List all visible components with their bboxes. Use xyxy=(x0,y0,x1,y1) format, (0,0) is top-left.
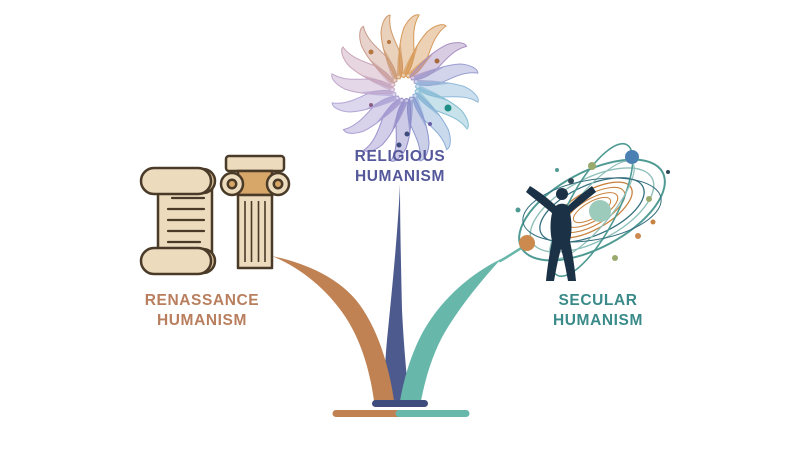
swirl-dot xyxy=(387,40,391,44)
label-religious-line1: RELIGIOUS xyxy=(354,148,446,165)
atom-dot xyxy=(588,162,596,170)
atom-dot xyxy=(515,207,521,213)
atom-particle-dots xyxy=(515,150,670,261)
swirl-petal xyxy=(398,14,420,79)
label-religious-line2: HUMANISM xyxy=(354,168,446,185)
atom-dot xyxy=(612,255,618,261)
swirl-petal xyxy=(359,25,398,84)
label-secular-humanism: SECULAR HUMANISM xyxy=(488,291,708,331)
swirl-petal xyxy=(342,95,401,134)
scroll-icon xyxy=(139,166,217,276)
branch-renaissance-stem xyxy=(272,256,394,401)
atom-dot xyxy=(650,219,656,225)
human-atom-icon xyxy=(515,142,670,281)
atom-dot xyxy=(635,233,641,239)
human-silhouette xyxy=(526,186,596,281)
base-bar-navy xyxy=(372,400,428,407)
label-renaissance-line1: RENASSANCE xyxy=(144,292,260,309)
petal-swirl-icon xyxy=(331,14,479,162)
swirl-dot xyxy=(396,142,402,148)
column-abacus xyxy=(224,154,286,173)
label-secular-line1: SECULAR xyxy=(558,292,638,309)
scroll-top-roll xyxy=(139,166,213,196)
label-secular-line2: HUMANISM xyxy=(552,312,644,329)
branch-religious-stem xyxy=(384,184,409,401)
swirl-dot xyxy=(444,104,452,112)
swirl-dot xyxy=(434,58,440,64)
label-renaissance-line2: HUMANISM xyxy=(156,312,248,329)
column-shaft xyxy=(236,193,274,270)
label-renaissance-humanism: RENASSANCE HUMANISM xyxy=(92,291,312,331)
column-flutes xyxy=(244,201,266,262)
scroll-text-lines xyxy=(166,196,206,244)
atom-dot xyxy=(555,168,559,172)
atom-dot xyxy=(568,178,574,184)
atom-dot xyxy=(646,196,652,202)
swirl-dot xyxy=(404,131,410,137)
atom-dot xyxy=(625,150,639,164)
scroll-and-column-icon xyxy=(139,154,291,276)
scroll-bottom-roll xyxy=(139,246,213,276)
atom-dot xyxy=(519,235,535,251)
label-religious-humanism: RELIGIOUS HUMANISM xyxy=(290,147,510,187)
atom-dot xyxy=(666,170,670,174)
swirl-dot xyxy=(368,49,374,55)
swirl-dot xyxy=(428,122,432,126)
column-icon xyxy=(219,154,291,270)
atom-dot xyxy=(589,200,611,222)
swirl-petal xyxy=(412,92,451,151)
swirl-dot xyxy=(369,103,373,107)
base-platform xyxy=(332,400,470,417)
